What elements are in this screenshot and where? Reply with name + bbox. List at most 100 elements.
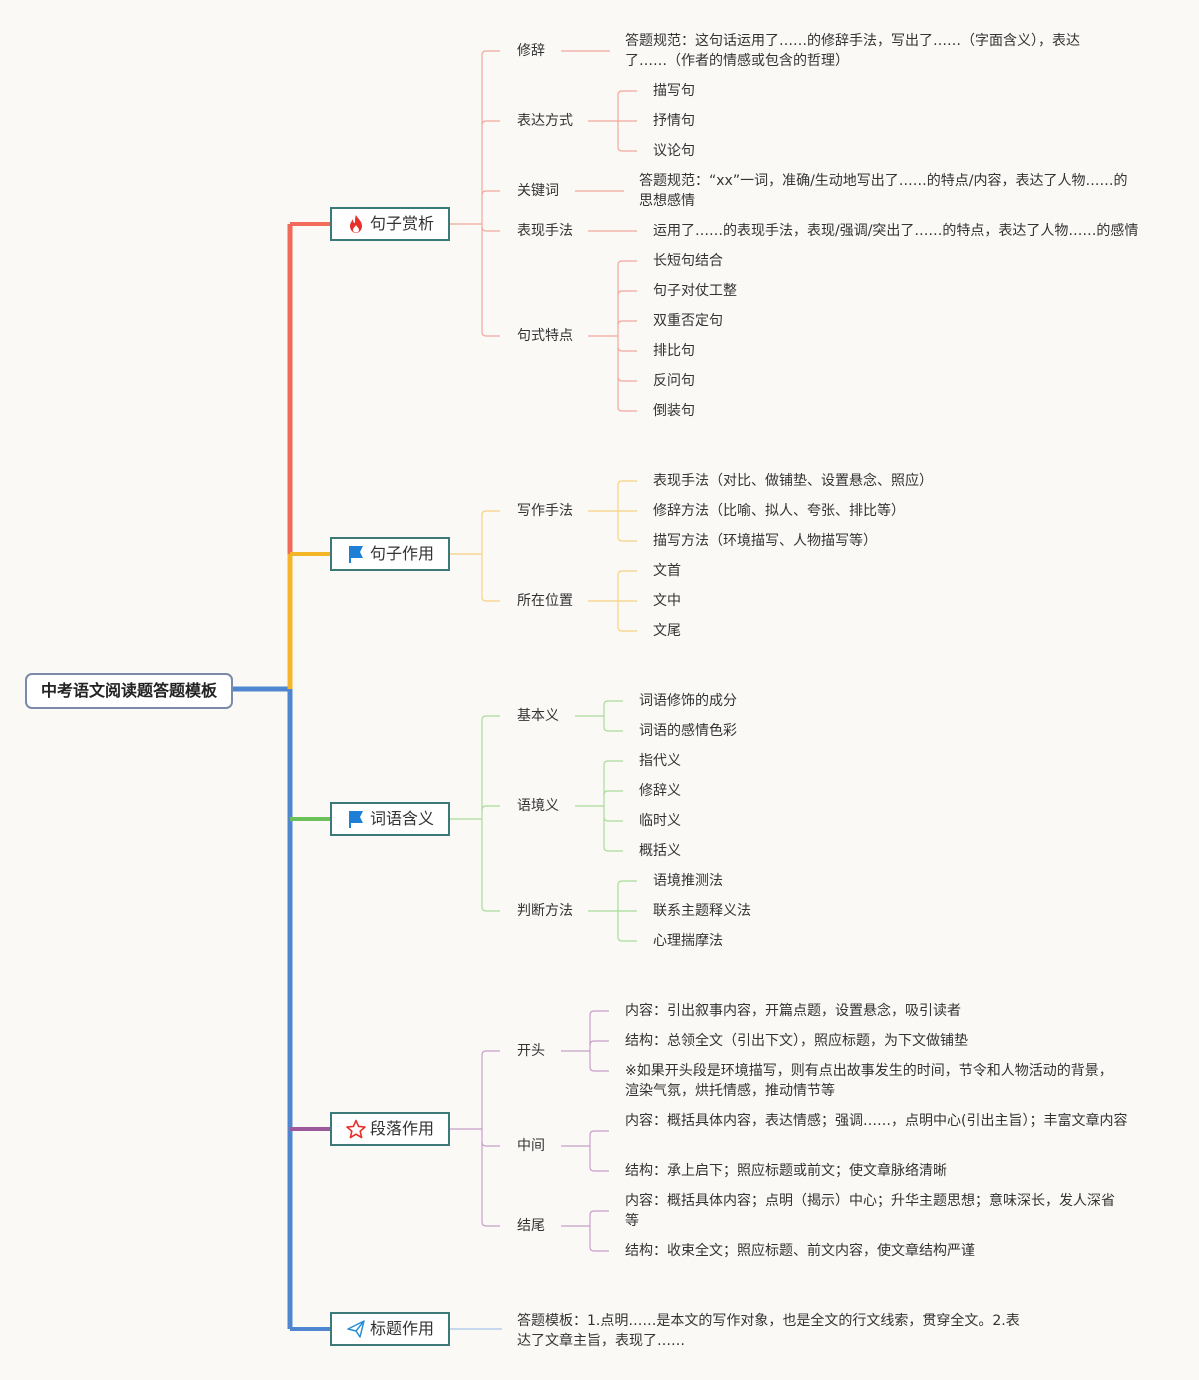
connector-line — [589, 1066, 609, 1072]
leaf-item[interactable]: 描写方法（环境描写、人物描写等） — [653, 533, 877, 549]
subtopic-beginning[interactable]: 开头 — [517, 1043, 545, 1059]
leaf-item[interactable]: 描写句 — [653, 83, 695, 99]
subtopic-middle[interactable]: 中间 — [517, 1138, 545, 1154]
leaf-item[interactable]: 文首 — [653, 563, 681, 579]
connector-line — [481, 906, 500, 912]
leaf-item[interactable]: 议论句 — [653, 143, 695, 159]
leaf-item[interactable]: 语境推测法 — [653, 873, 723, 889]
connector-line — [481, 331, 500, 337]
connector-line — [617, 146, 637, 152]
topic-sentence-appreciation[interactable]: 句子赏析 — [330, 207, 450, 241]
leaf-item[interactable]: 临时义 — [639, 813, 681, 829]
connector-line — [589, 1040, 609, 1046]
connector-line — [589, 1130, 609, 1136]
topic-label: 标题作用 — [369, 1319, 434, 1338]
leaf-text[interactable]: 运用了……的表现手法，表现/强调/突出了……的特点，表达了人物……的感情 — [653, 223, 1139, 239]
leaf-item[interactable]: 词语的感情色彩 — [639, 723, 737, 739]
connector-line — [617, 880, 637, 886]
subtopic-rhetoric[interactable]: 修辞 — [517, 43, 545, 59]
leaf-text[interactable]: ※如果开头段是环境描写，则有点出故事发生的时间，节令和人物活动的背景，渲染气氛，… — [625, 1063, 1113, 1099]
connector-line — [603, 726, 623, 732]
leaf-item[interactable]: 抒情句 — [653, 113, 695, 129]
leaf-text[interactable]: 答题模板：1.点明……是本文的写作对象，也是全文的行文线索，贯穿全文。2.表达了… — [517, 1313, 1020, 1349]
connector-line — [481, 510, 500, 516]
connector-line — [603, 790, 623, 796]
connector-line — [617, 90, 637, 96]
connector-line — [481, 1221, 500, 1227]
leaf-text[interactable]: 答题规范：“xx”一词，准确/生动地写出了……的特点/内容，表达了人物……的思想… — [639, 173, 1128, 209]
leaf-item[interactable]: 倒装句 — [653, 403, 695, 419]
topic-title-function[interactable]: 标题作用 — [330, 1312, 450, 1346]
leaf-text[interactable]: 内容：概括具体内容，表达情感；强调……，点明中心(引出主旨）；丰富文章内容 — [625, 1113, 1128, 1129]
subtopic-context-meaning[interactable]: 语境义 — [517, 798, 559, 814]
connector-line — [617, 936, 637, 942]
fire-icon — [346, 214, 366, 234]
connector-line — [481, 805, 500, 811]
connector-line — [617, 406, 637, 412]
topic-word-meaning[interactable]: 词语含义 — [330, 802, 450, 836]
connector-line — [481, 715, 500, 721]
topic-paragraph-function[interactable]: 段落作用 — [330, 1112, 450, 1146]
leaf-item[interactable]: 修辞方法（比喻、拟人、夸张、排比等） — [653, 503, 905, 519]
leaf-item[interactable]: 联系主题释义法 — [653, 903, 751, 919]
leaf-text[interactable]: 答题规范：这句话运用了……的修辞手法，写出了……（字面含义），表达了……（作者的… — [625, 33, 1080, 69]
leaf-text[interactable]: 内容：概括具体内容；点明（揭示）中心；升华主题思想；意味深长，发人深省等 — [625, 1193, 1115, 1229]
leaf-item[interactable]: 长短句结合 — [653, 253, 723, 269]
topic-label: 句子赏析 — [369, 214, 434, 233]
subtopic-technique[interactable]: 表现手法 — [517, 223, 573, 239]
leaf-item[interactable]: 反问句 — [653, 373, 695, 389]
connector-line — [481, 190, 500, 196]
connector-line — [589, 1246, 609, 1252]
connector-line — [617, 570, 637, 576]
connector-line — [481, 50, 500, 56]
connector-line — [481, 1141, 500, 1147]
topic-label: 段落作用 — [369, 1119, 434, 1138]
leaf-text[interactable]: 内容：引出叙事内容，开篇点题，设置悬念，吸引读者 — [625, 1003, 961, 1019]
subtopic-ending[interactable]: 结尾 — [517, 1218, 545, 1234]
leaf-item[interactable]: 表现手法（对比、做铺垫、设置悬念、照应） — [653, 473, 933, 489]
connector-line — [617, 290, 637, 296]
leaf-item[interactable]: 文尾 — [653, 623, 681, 639]
connector-line — [589, 1166, 609, 1172]
topic-sentence-function[interactable]: 句子作用 — [330, 537, 450, 571]
leaf-item[interactable]: 文中 — [653, 593, 681, 609]
subtopic-expression[interactable]: 表达方式 — [517, 113, 573, 129]
root-node[interactable]: 中考语文阅读题答题模板 — [25, 673, 233, 709]
leaf-item[interactable]: 修辞义 — [639, 783, 681, 799]
connector-line — [617, 320, 637, 326]
connector-line — [589, 1010, 609, 1016]
subtopic-keyword[interactable]: 关键词 — [517, 183, 559, 199]
leaf-text[interactable]: 结构：总领全文（引出下文），照应标题，为下文做铺垫 — [625, 1033, 968, 1049]
subtopic-writing-technique[interactable]: 写作手法 — [517, 503, 573, 519]
topic-label: 句子作用 — [369, 544, 434, 563]
connector-line — [617, 536, 637, 542]
subtopic-judgment-method[interactable]: 判断方法 — [517, 903, 573, 919]
flag-icon — [346, 544, 366, 564]
subtopic-basic-meaning[interactable]: 基本义 — [517, 708, 559, 724]
leaf-item[interactable]: 双重否定句 — [653, 313, 723, 329]
leaf-item[interactable]: 句子对仗工整 — [653, 283, 737, 299]
connector-line — [603, 700, 623, 706]
connector-line — [617, 346, 637, 352]
connector-line — [603, 760, 623, 766]
connector-line — [617, 376, 637, 382]
leaf-item[interactable]: 概括义 — [639, 843, 681, 859]
leaf-text[interactable]: 结构：承上启下；照应标题或前文；使文章脉络清晰 — [625, 1163, 947, 1179]
subtopic-position[interactable]: 所在位置 — [517, 593, 573, 609]
connector-line — [481, 596, 500, 602]
flag-icon — [346, 809, 366, 829]
leaf-text[interactable]: 结构：收束全文；照应标题、前文内容，使文章结构严谨 — [625, 1243, 975, 1259]
connector-line — [589, 1210, 609, 1216]
leaf-item[interactable]: 心理揣摩法 — [653, 933, 723, 949]
connector-line — [481, 1050, 500, 1056]
connector-line — [617, 260, 637, 266]
leaf-item[interactable]: 指代义 — [639, 753, 681, 769]
connector-line — [481, 120, 500, 126]
leaf-item[interactable]: 排比句 — [653, 343, 695, 359]
topic-label: 词语含义 — [369, 809, 434, 828]
star-icon — [346, 1119, 366, 1139]
connector-line — [617, 480, 637, 486]
leaf-item[interactable]: 词语修饰的成分 — [639, 693, 737, 709]
subtopic-sentence-pattern[interactable]: 句式特点 — [517, 328, 573, 344]
